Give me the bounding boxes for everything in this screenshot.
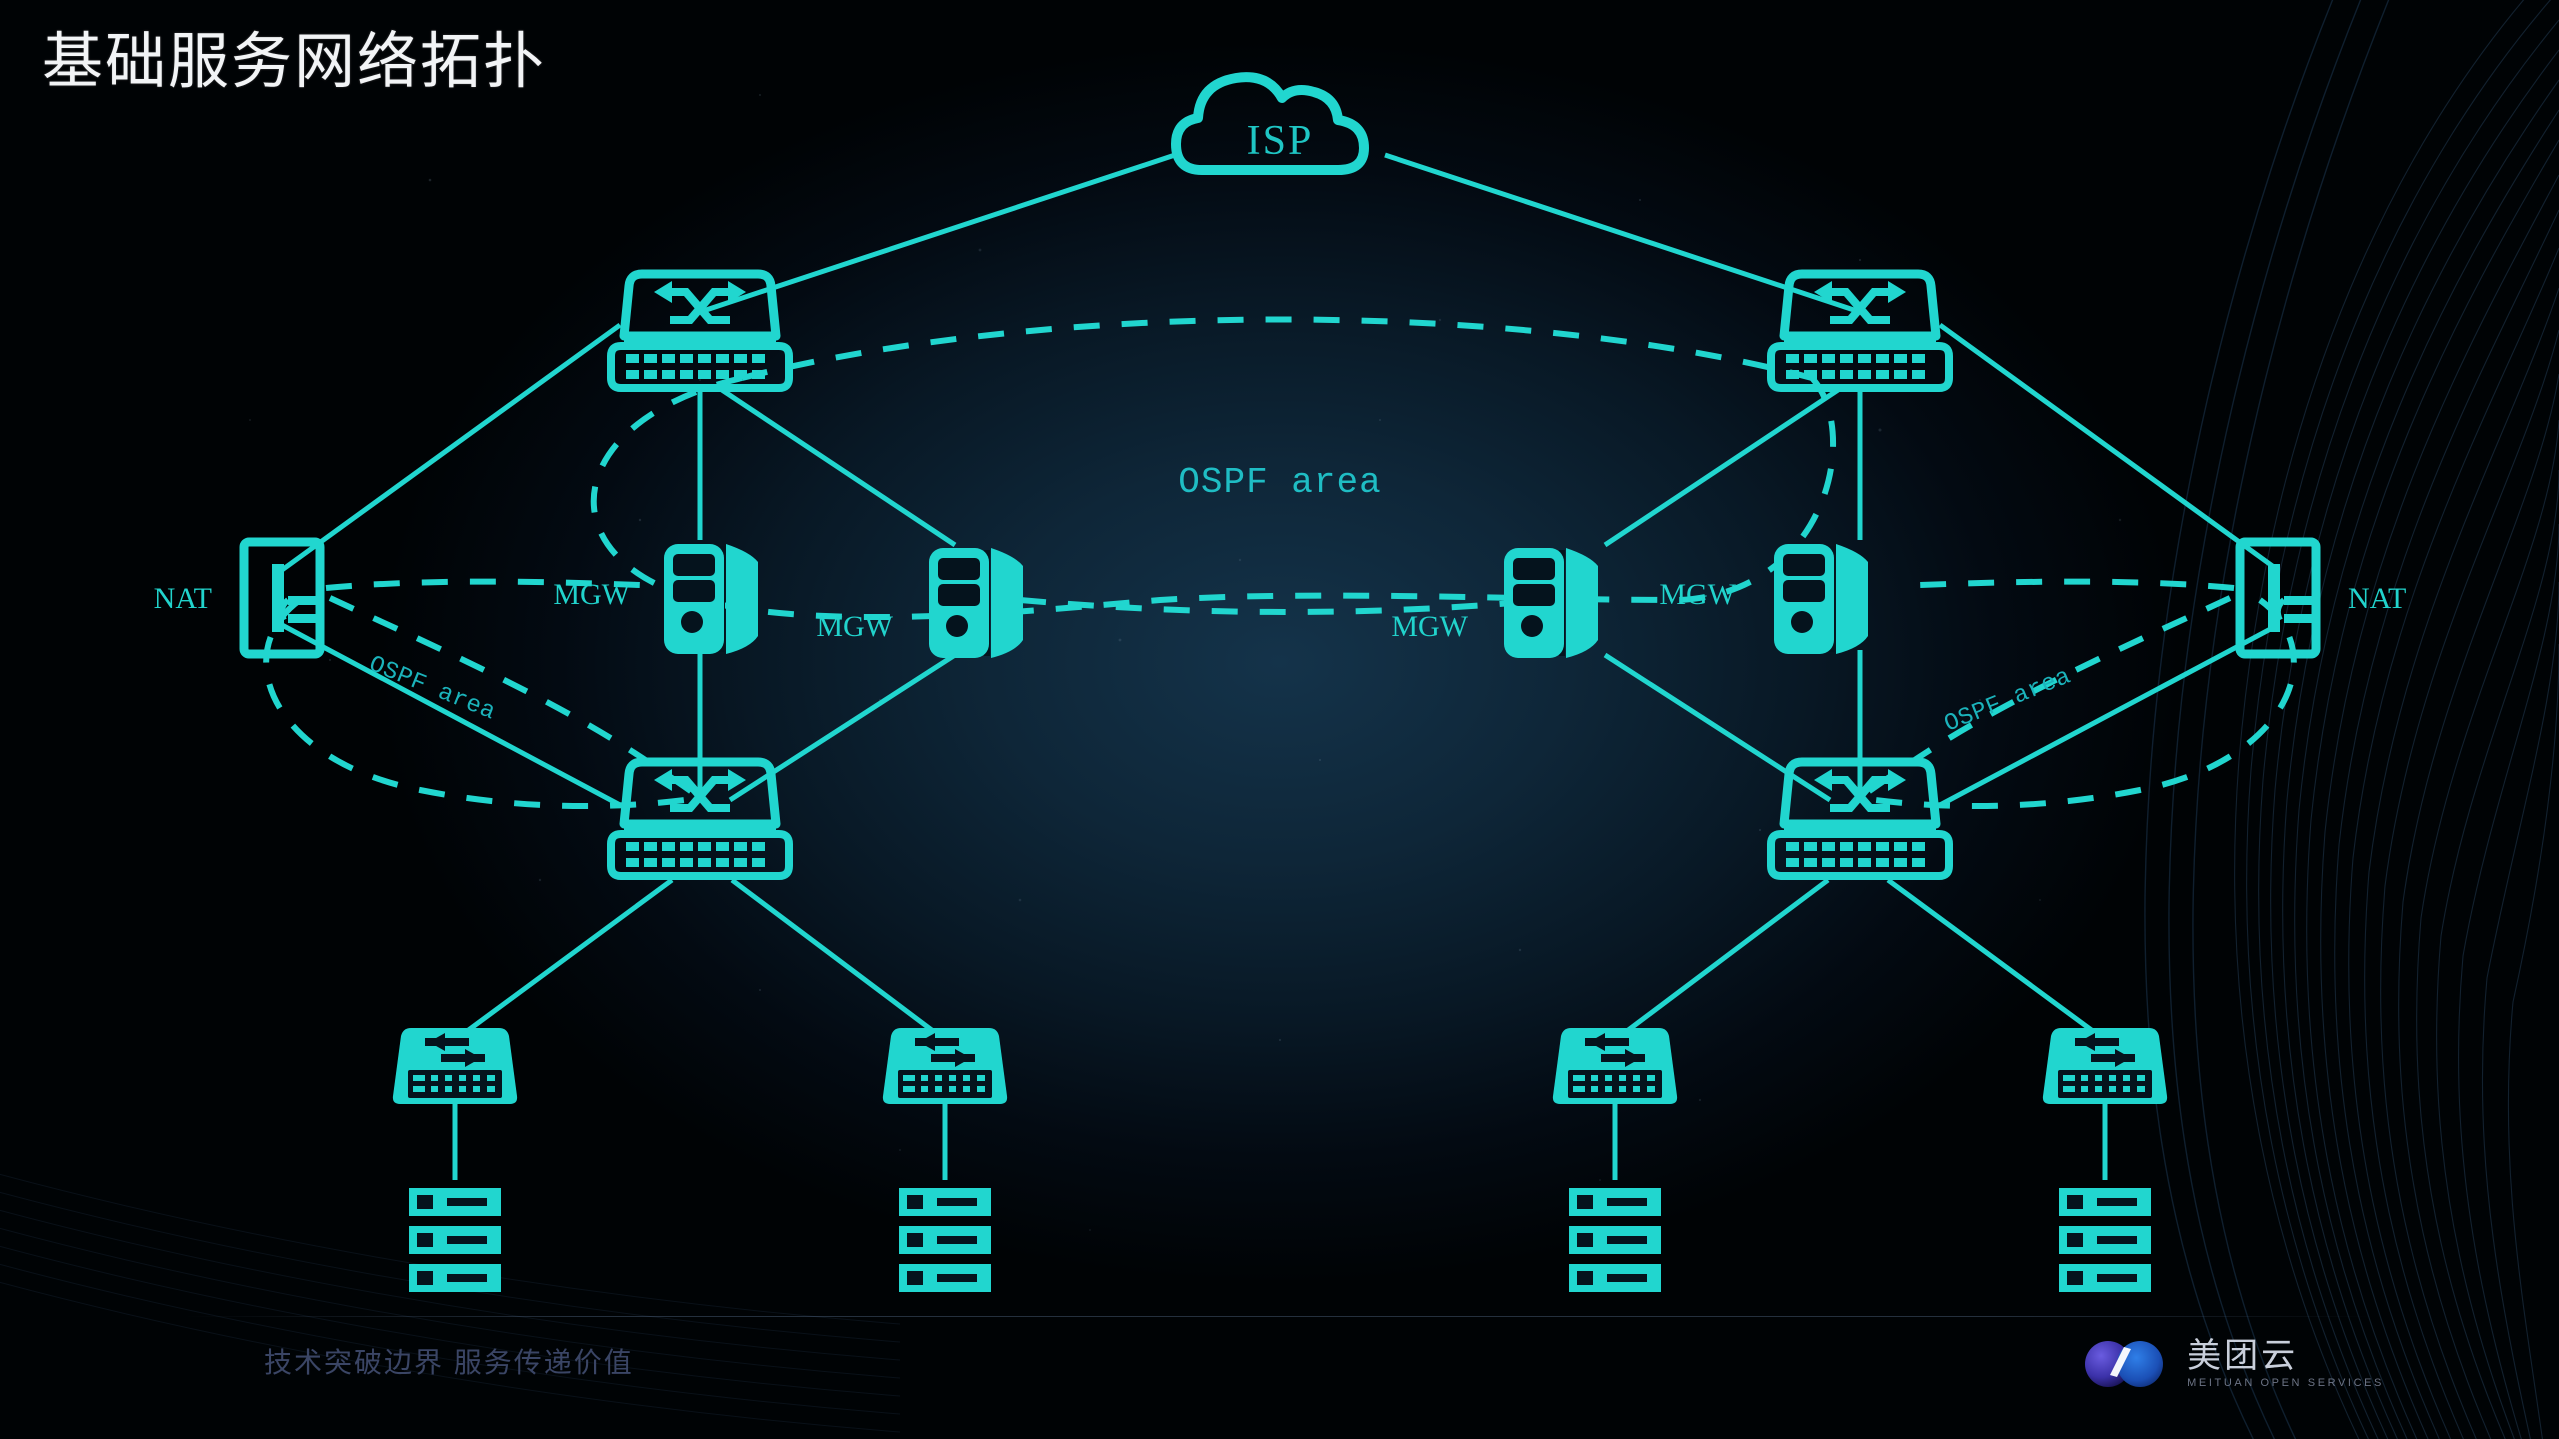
isp-label: ISP	[1247, 118, 1314, 164]
switch-flat-icon	[882, 1028, 1008, 1104]
ospf-area-boundaries	[263, 316, 2297, 810]
mgw-node-2[interactable]: MGW	[816, 548, 1023, 658]
mgw-server-icon	[664, 544, 758, 654]
brand-logo: 美团云 MEITUAN OPEN SERVICES	[2079, 1335, 2384, 1393]
mgw-1-label: MGW	[553, 578, 630, 611]
mgw-2-label: MGW	[816, 610, 893, 643]
server-rack-icon	[2059, 1188, 2151, 1292]
ospf-area-label-right: OSPF area	[1941, 663, 2075, 738]
ospf-nat-left-peer	[325, 578, 641, 591]
mgw-node-4[interactable]: MGW	[1659, 544, 1868, 654]
two-circle-logo-icon	[2085, 1341, 2164, 1387]
access-switch-3[interactable]	[1552, 1028, 1678, 1104]
switch-flat-icon	[1552, 1028, 1678, 1104]
access-switch-1[interactable]	[392, 1028, 518, 1104]
server-rack-icon	[409, 1188, 501, 1292]
server-rack-1[interactable]	[409, 1188, 501, 1292]
ospf-area-label-center: OSPF area	[1178, 462, 1381, 503]
footer-divider	[185, 1316, 2374, 1317]
mgw-server-icon	[1504, 548, 1598, 658]
ospf-nat-right-peer	[1919, 578, 2235, 591]
ospf-boundary-center-lobe	[590, 375, 1837, 621]
mgw-server-icon	[929, 548, 1023, 658]
isp-cloud-node[interactable]: ISP	[1176, 77, 1364, 170]
ospf-area-label-left: OSPF area	[365, 651, 499, 726]
topology-links-solid	[280, 152, 2280, 1180]
mgw-4-label: MGW	[1659, 578, 1736, 611]
mgw-node-1[interactable]: MGW	[553, 544, 758, 654]
access-switch-2[interactable]	[882, 1028, 1008, 1104]
nat-left-label: NAT	[154, 582, 212, 615]
server-rack-2[interactable]	[899, 1188, 991, 1292]
server-rack-icon	[1569, 1188, 1661, 1292]
access-switch-4[interactable]	[2042, 1028, 2168, 1104]
ospf-boundary-left-inner	[328, 595, 702, 801]
ospf-mgw-midlink	[1019, 597, 1546, 615]
nat-node-left[interactable]: NAT	[154, 542, 320, 654]
nat-node-right[interactable]: NAT	[2240, 542, 2406, 654]
switch-flat-icon	[2042, 1028, 2168, 1104]
mgw-node-3[interactable]: MGW	[1391, 548, 1598, 658]
mgw-server-icon	[1774, 544, 1868, 654]
ospf-boundary-right	[1859, 597, 2297, 810]
footer-slogan: 技术突破边界 服务传递价值	[264, 1347, 634, 1378]
server-rack-4[interactable]	[2059, 1188, 2151, 1292]
server-rack-3[interactable]	[1569, 1188, 1661, 1292]
brand-text-block: 美团云 MEITUAN OPEN SERVICES	[2187, 1336, 2384, 1390]
ospf-boundary-top	[741, 316, 1813, 381]
brand-name-en: MEITUAN OPEN SERVICES	[2187, 1377, 2384, 1390]
page-title: 基础服务网络拓扑	[42, 29, 547, 96]
mgw-3-label: MGW	[1391, 610, 1468, 643]
nat-right-label: NAT	[2348, 582, 2406, 615]
switch-flat-icon	[392, 1028, 518, 1104]
brand-name-cn: 美团云	[2187, 1336, 2299, 1375]
server-rack-icon	[899, 1188, 991, 1292]
